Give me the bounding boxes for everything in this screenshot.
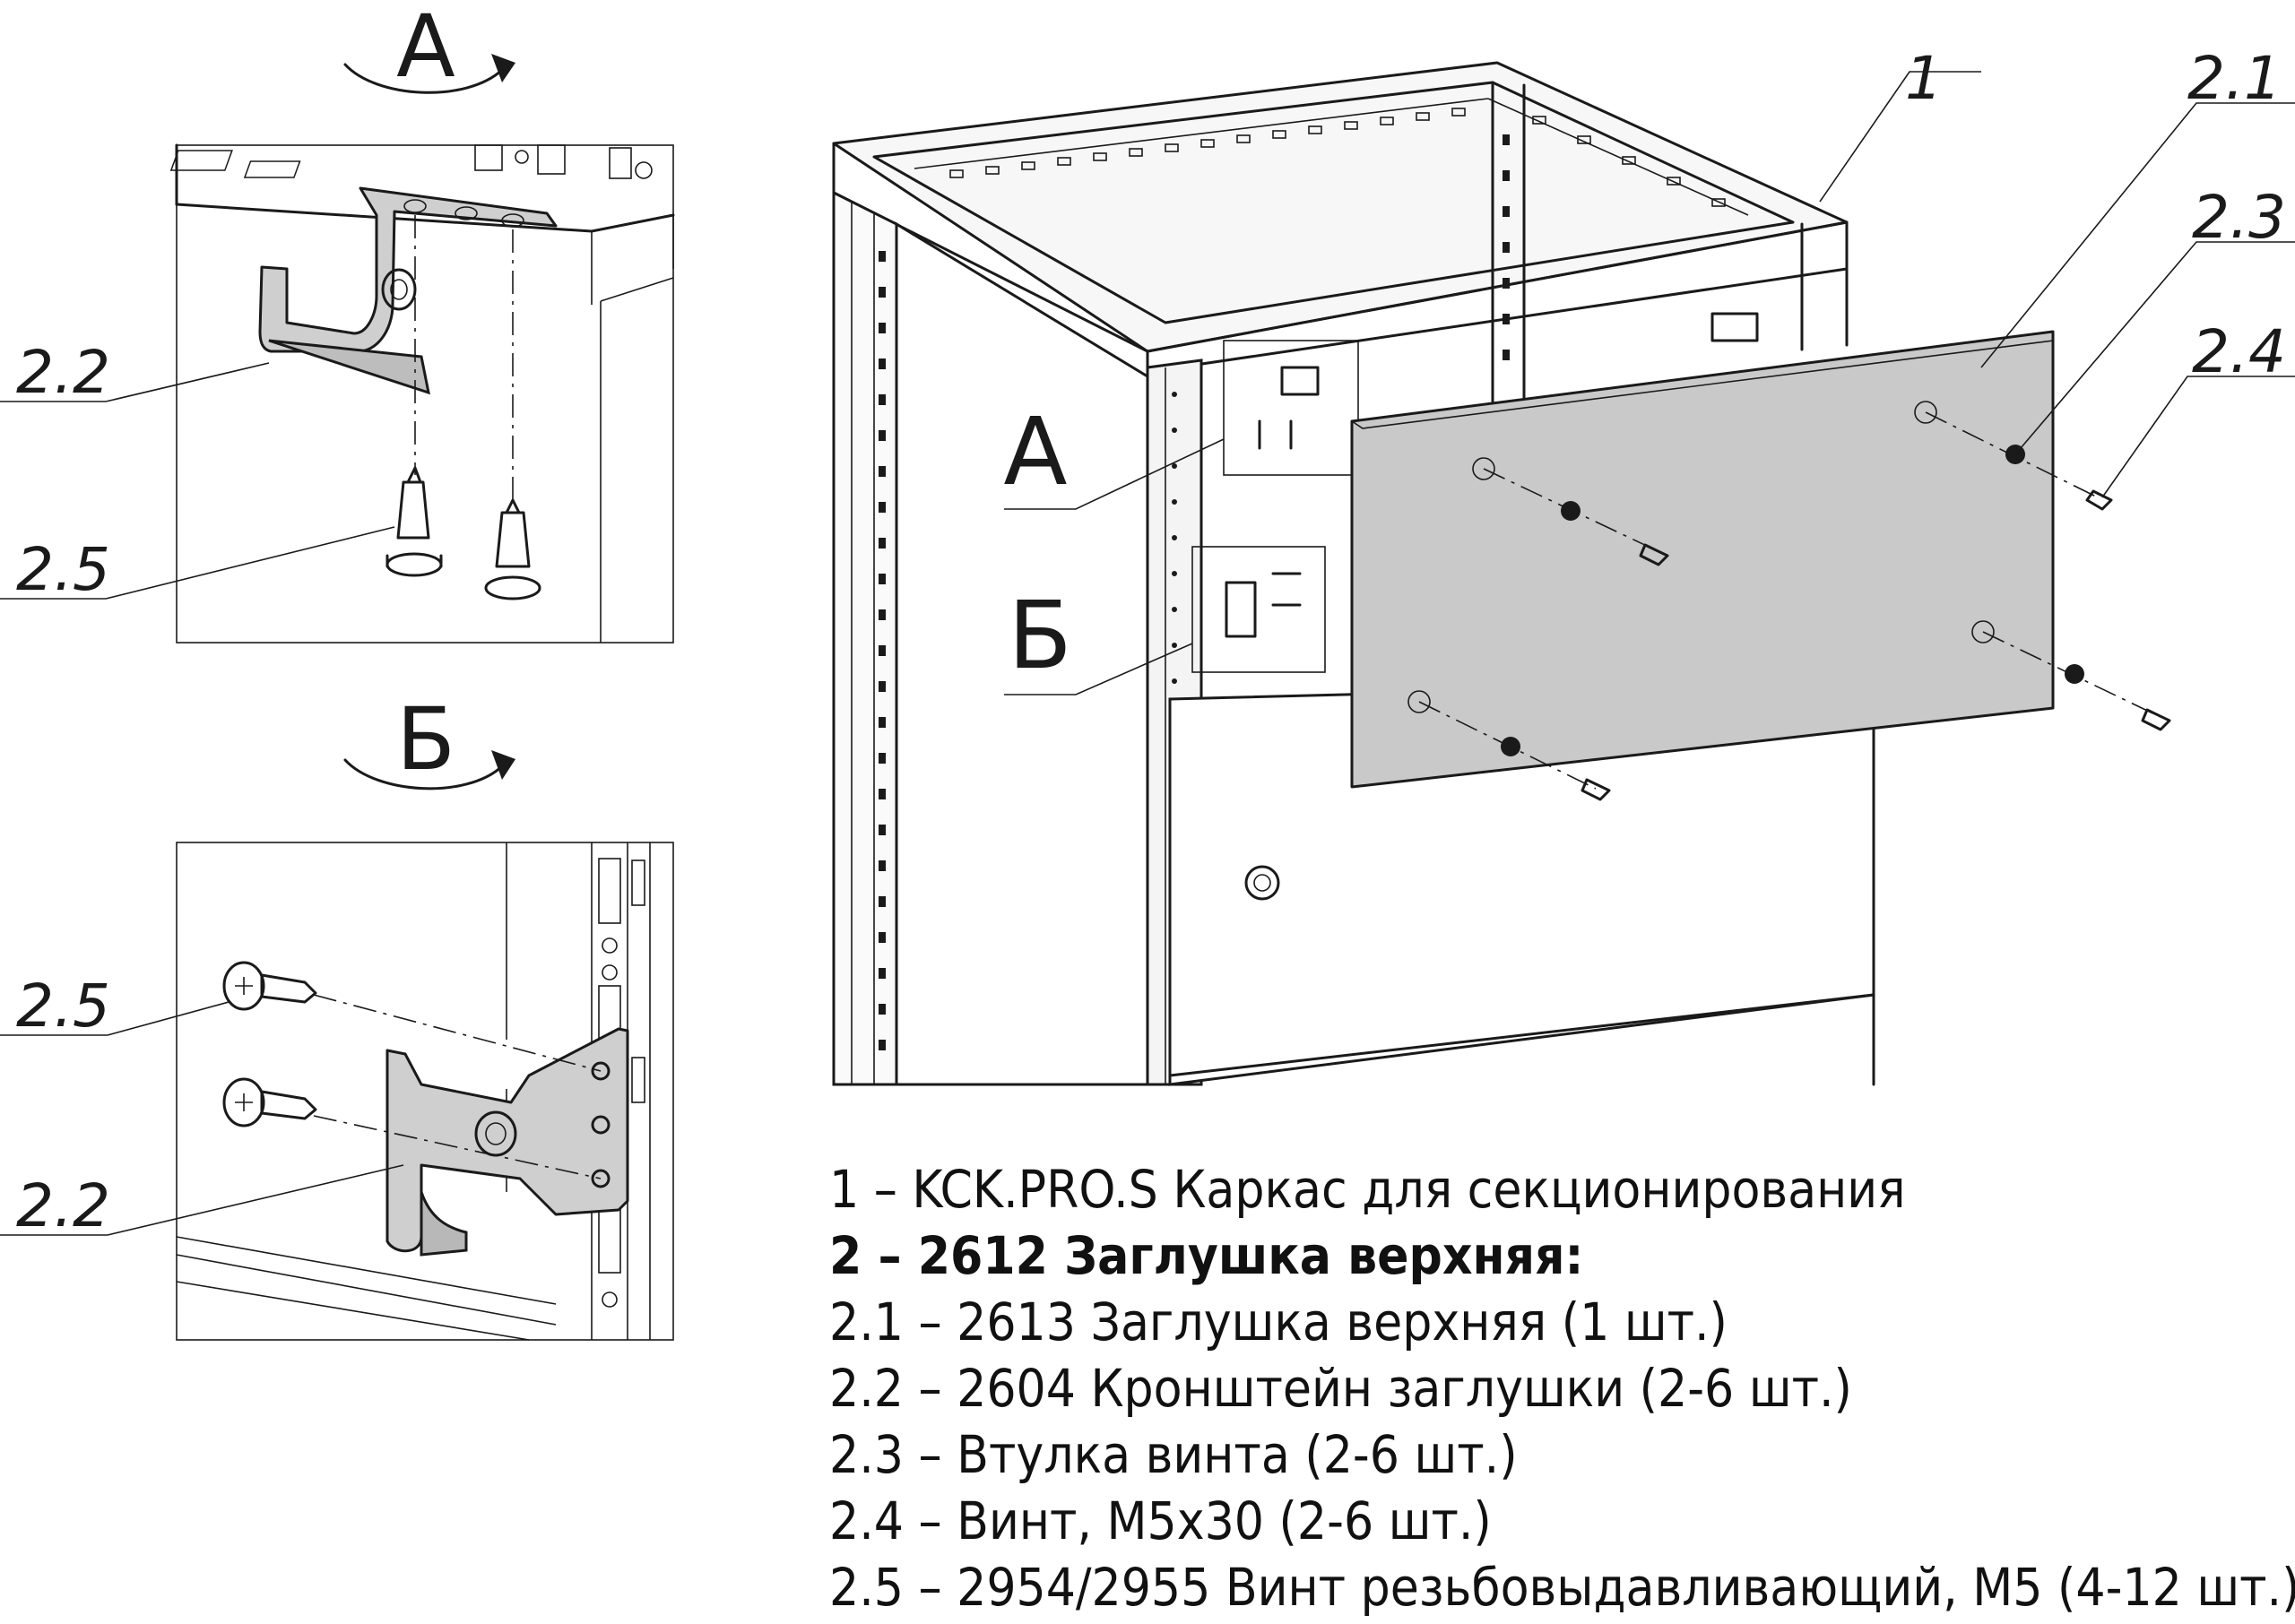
rotate-arrow-b	[343, 758, 504, 790]
label-main-2-3: 2.3	[2192, 183, 2286, 252]
detail-b-letter: Б	[396, 689, 455, 790]
label-main-B: Б	[1008, 581, 1071, 690]
bracket-2-2-a	[258, 186, 558, 353]
label-main-1: 1	[1905, 44, 1943, 113]
view-a-marker	[1223, 340, 1359, 476]
screw-2-5-a2	[484, 498, 541, 600]
door-lock	[1244, 865, 1280, 901]
legend-item-2-3: 2.3 – Втулка винта (2-6 шт.)	[829, 1424, 1518, 1485]
label-main-2-1: 2.1	[2187, 44, 2282, 113]
detail-b: Б	[0, 689, 674, 1341]
screws-2-4	[1581, 489, 2171, 801]
view-b-marker	[1191, 546, 1326, 673]
plate-holes	[1407, 401, 1995, 713]
rotate-arrow-a	[343, 63, 504, 94]
label-main-A: А	[1003, 397, 1067, 506]
detail-a: А	[0, 0, 675, 644]
frame-left-post	[832, 190, 898, 1086]
detail-a-frame	[176, 144, 674, 644]
main-assembly: 1 2.1 2.3 2.4 А Б	[832, 44, 2295, 1086]
detail-b-frame	[176, 842, 674, 1341]
top-rail-holes	[949, 108, 1726, 207]
label-detB-2-5: 2.5	[16, 972, 110, 1041]
legend-item-2: 2 – 2612 Заглушка верхняя:	[829, 1225, 1584, 1286]
legend-item-2-4: 2.4 – Винт, M5x30 (2-6 шт.)	[829, 1490, 1492, 1551]
cover-plate-2-1	[1350, 330, 2055, 789]
legend-item-2-1: 2.1 – 2613 Заглушка верхняя (1 шт.)	[829, 1291, 1728, 1352]
screw-2-5-a1	[385, 466, 443, 577]
screw-2-5-b2	[222, 1077, 317, 1127]
legend: 1 – KCK.PRO.S Каркас для секционирования…	[829, 1156, 2295, 1620]
detail-a-letter: А	[396, 0, 455, 97]
left-post-holes	[879, 251, 886, 1050]
label-main-2-4: 2.4	[2192, 317, 2286, 386]
legend-item-2-2: 2.2 – 2604 Кронштейн заглушки (2-6 шт.)	[829, 1358, 1852, 1419]
rotate-arrow-b-head	[491, 750, 515, 780]
label-detA-2-2: 2.2	[16, 338, 110, 407]
screw-2-5-b1	[222, 961, 317, 1011]
rotate-arrow-a-head	[491, 54, 515, 82]
label-detB-2-2: 2.2	[16, 1171, 110, 1240]
label-detA-2-5: 2.5	[16, 535, 110, 604]
bushings-2-3	[1501, 445, 2084, 756]
legend-item-2-5: 2.5 – 2954/2955 Винт резьбовыдавливающий…	[829, 1557, 2295, 1618]
legend-item-1: 1 – KCK.PRO.S Каркас для секционирования	[829, 1159, 1906, 1220]
